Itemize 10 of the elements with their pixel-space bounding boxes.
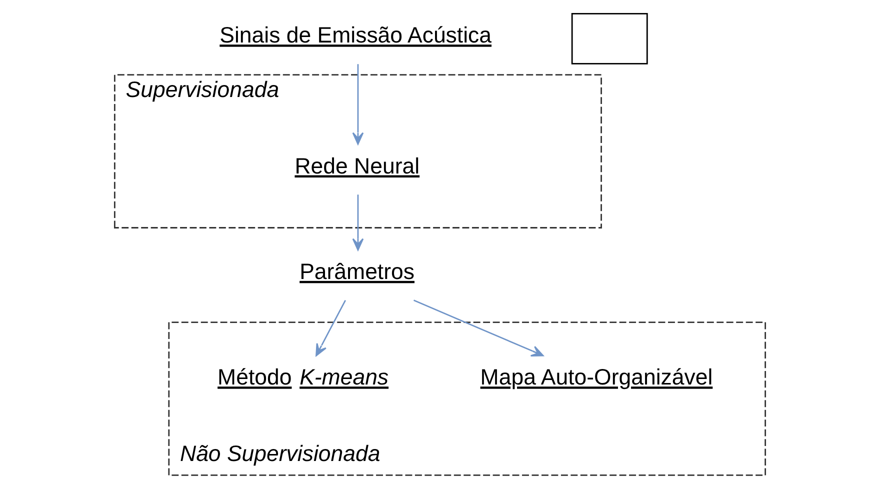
- arrow: [316, 300, 346, 356]
- node-text: Rede Neural: [294, 153, 420, 178]
- arrow: [413, 300, 544, 356]
- node-text: Mapa Auto-Organizável: [480, 364, 713, 390]
- arrow: [352, 64, 364, 145]
- node-box: [571, 12, 648, 64]
- node-text: Parâmetros: [300, 258, 415, 284]
- node-text: Método K-means: [218, 364, 389, 390]
- arrow: [352, 194, 364, 251]
- node-text: Sinais de Emissão Acústica: [220, 22, 492, 48]
